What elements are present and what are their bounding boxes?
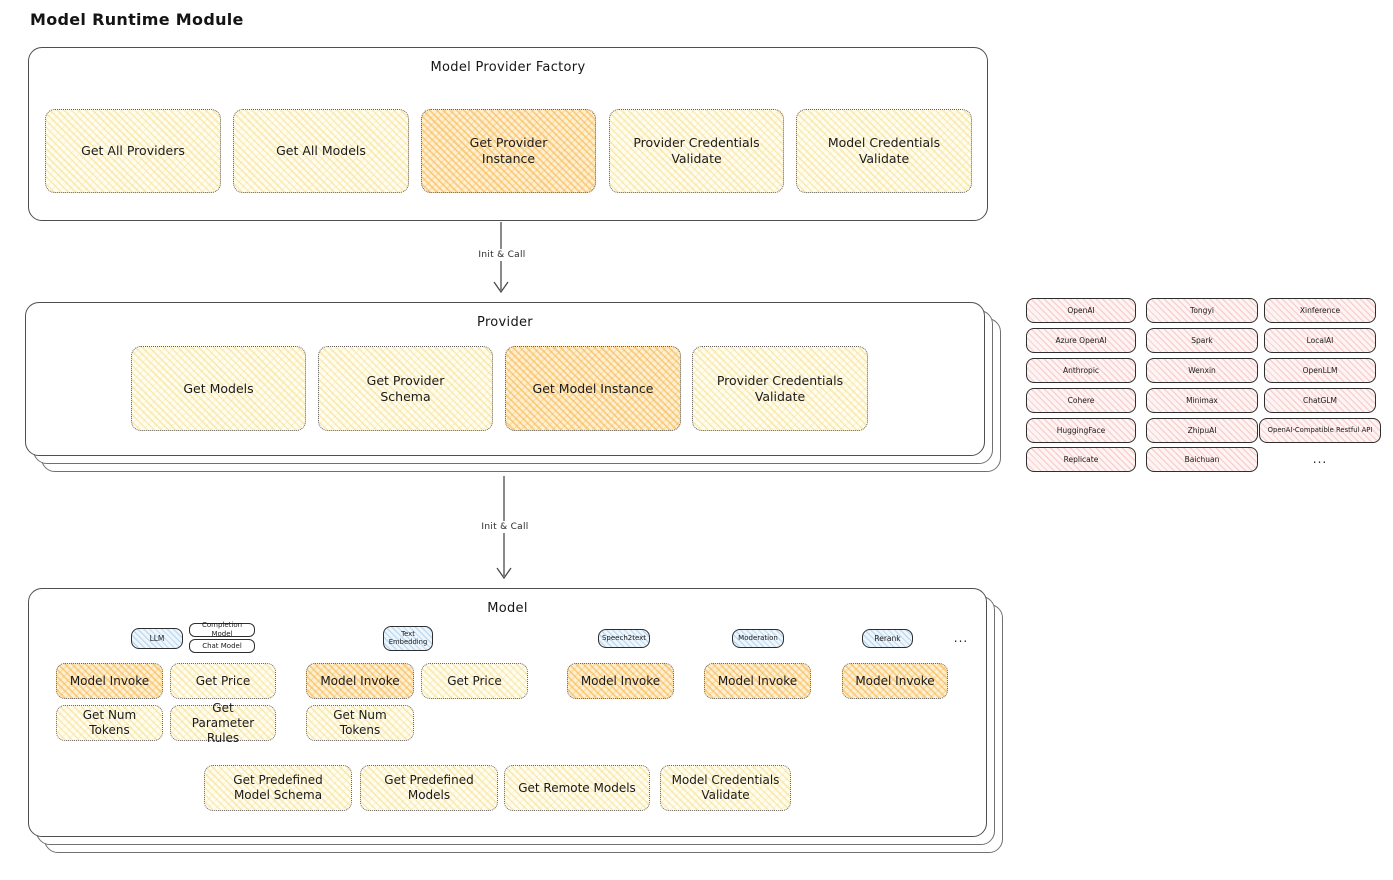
node-llm-model-invoke: Model Invoke — [56, 663, 163, 699]
tab-llm: LLM — [131, 628, 183, 649]
node-get-all-providers: Get All Providers — [45, 109, 221, 193]
vendor-azure-openai: Azure OpenAI — [1026, 328, 1136, 353]
node-get-remote-models: Get Remote Models — [504, 765, 650, 811]
provider-container: Provider Get Models Get Provider Schema … — [25, 302, 985, 456]
node-get-all-models: Get All Models — [233, 109, 409, 193]
vendor-spark: Spark — [1146, 328, 1258, 353]
tab-speech2text: Speech2text — [598, 629, 650, 648]
model-container: Model LLM Completion Model Chat Model Te… — [28, 588, 987, 837]
vendor-openai: OpenAI — [1026, 298, 1136, 323]
vendor-chatglm: ChatGLM — [1264, 388, 1376, 413]
node-get-model-instance: Get Model Instance — [505, 346, 681, 431]
model-title: Model — [487, 601, 528, 616]
vendor-more-dots: ... — [1312, 452, 1328, 466]
vendor-zhipuai: ZhipuAI — [1146, 418, 1258, 443]
vendor-replicate: Replicate — [1026, 447, 1136, 472]
node-moderation-model-invoke: Model Invoke — [704, 663, 811, 699]
vendor-openai-compatible: OpenAI-Compatible Restful API — [1259, 418, 1381, 443]
provider-title: Provider — [477, 315, 533, 330]
tab-text-embedding: Text Embedding — [383, 626, 433, 651]
node-llm-get-parameter-rules: Get Parameter Rules — [170, 701, 276, 745]
node-get-provider-schema: Get Provider Schema — [318, 346, 493, 431]
node-model-credentials-validate-2: Model Credentials Validate — [660, 765, 791, 811]
factory-container: Model Provider Factory Get All Providers… — [28, 47, 988, 221]
vendor-minimax: Minimax — [1146, 388, 1258, 413]
vendor-cohere: Cohere — [1026, 388, 1136, 413]
node-llm-get-num-tokens: Get Num Tokens — [56, 705, 163, 741]
node-provider-credentials-validate-2: Provider Credentials Validate — [692, 346, 868, 431]
model-types-more-dots: ... — [953, 631, 969, 645]
node-embedding-get-price: Get Price — [421, 663, 528, 699]
vendor-openllm: OpenLLM — [1264, 358, 1376, 383]
page-title: Model Runtime Module — [30, 10, 244, 29]
node-get-predefined-model-schema: Get Predefined Model Schema — [204, 765, 352, 811]
node-speech2text-model-invoke: Model Invoke — [567, 663, 674, 699]
vendor-xinference: Xinference — [1264, 298, 1376, 323]
tab-completion-model: Completion Model — [189, 621, 255, 638]
tab-rerank: Rerank — [862, 629, 913, 648]
node-rerank-model-invoke: Model Invoke — [842, 663, 948, 699]
node-get-models: Get Models — [131, 346, 306, 431]
vendor-tongyi: Tongyi — [1146, 298, 1258, 323]
factory-title: Model Provider Factory — [430, 60, 586, 75]
node-get-predefined-models: Get Predefined Models — [360, 765, 498, 811]
node-model-credentials-validate: Model Credentials Validate — [796, 109, 972, 193]
vendor-localai: LocalAI — [1264, 328, 1376, 353]
node-get-provider-instance: Get Provider Instance — [421, 109, 596, 193]
arrow-label-init-call-2: Init & Call — [471, 521, 539, 533]
node-llm-get-price: Get Price — [170, 663, 276, 699]
node-provider-credentials-validate: Provider Credentials Validate — [609, 109, 784, 193]
vendor-baichuan: Baichuan — [1146, 447, 1258, 472]
vendor-anthropic: Anthropic — [1026, 358, 1136, 383]
vendor-wenxin: Wenxin — [1146, 358, 1258, 383]
tab-chat-model: Chat Model — [189, 639, 255, 653]
node-embedding-model-invoke: Model Invoke — [306, 663, 414, 699]
tab-moderation: Moderation — [732, 629, 784, 648]
vendor-huggingface: HuggingFace — [1026, 418, 1136, 443]
arrow-label-init-call-1: Init & Call — [468, 249, 536, 261]
node-embedding-get-num-tokens: Get Num Tokens — [306, 705, 414, 741]
